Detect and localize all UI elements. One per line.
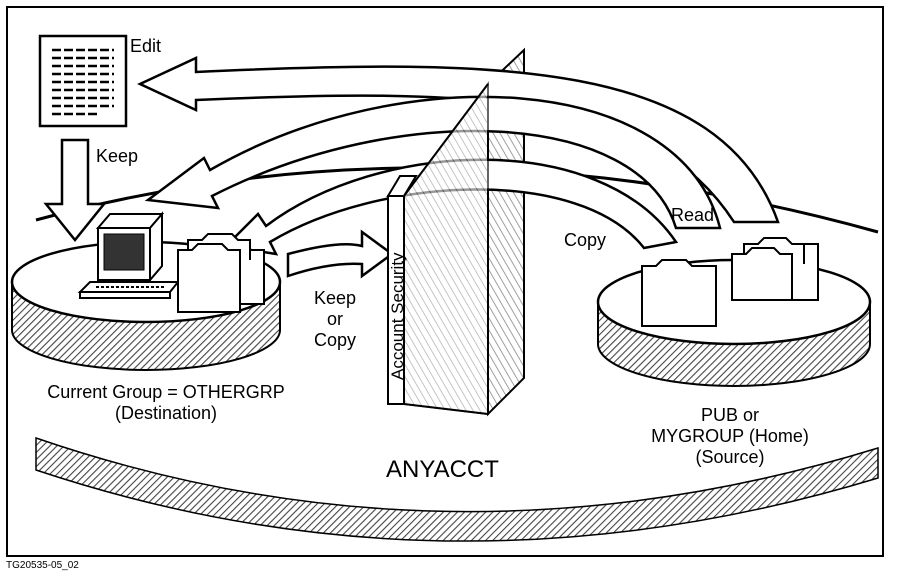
keep-or-copy-label: Keep or Copy (304, 288, 366, 351)
destination-line: (Destination) (114, 403, 218, 423)
current-group-label: Current Group = OTHERGRP (Destination) (40, 382, 292, 424)
diagram-frame (6, 6, 884, 557)
keep-or-copy-line-1: Keep (313, 288, 357, 308)
keep-arrow (43, 138, 107, 242)
read-arrow (144, 95, 722, 230)
source-line-3: (Source) (695, 447, 765, 467)
account-name-label: ANYACCT (386, 456, 499, 483)
copy-arrow (223, 158, 679, 256)
document-icon (38, 34, 128, 128)
account-band-bottom (35, 436, 879, 542)
folder-icon (641, 237, 819, 327)
keep-or-copy-line-2: or (326, 309, 343, 329)
read-label: Read (671, 205, 715, 225)
edit-label: Edit (130, 36, 162, 56)
keep-or-copy-line-3: Copy (313, 330, 357, 350)
current-group-line: Current Group = OTHERGRP (47, 382, 285, 402)
keep-or-copy-arrow (286, 229, 395, 279)
keep-label: Keep (96, 146, 139, 166)
source-line-1: PUB or (700, 405, 760, 425)
figure-id: TG20535-05_02 (6, 560, 79, 571)
account-security-label: Account Security (388, 252, 407, 380)
source-label: PUB or MYGROUP (Home) (Source) (630, 405, 830, 468)
folder-icon (177, 233, 265, 313)
source-line-2: MYGROUP (Home) (651, 426, 809, 446)
copy-label: Copy (564, 230, 607, 250)
terminal-icon (77, 211, 181, 299)
